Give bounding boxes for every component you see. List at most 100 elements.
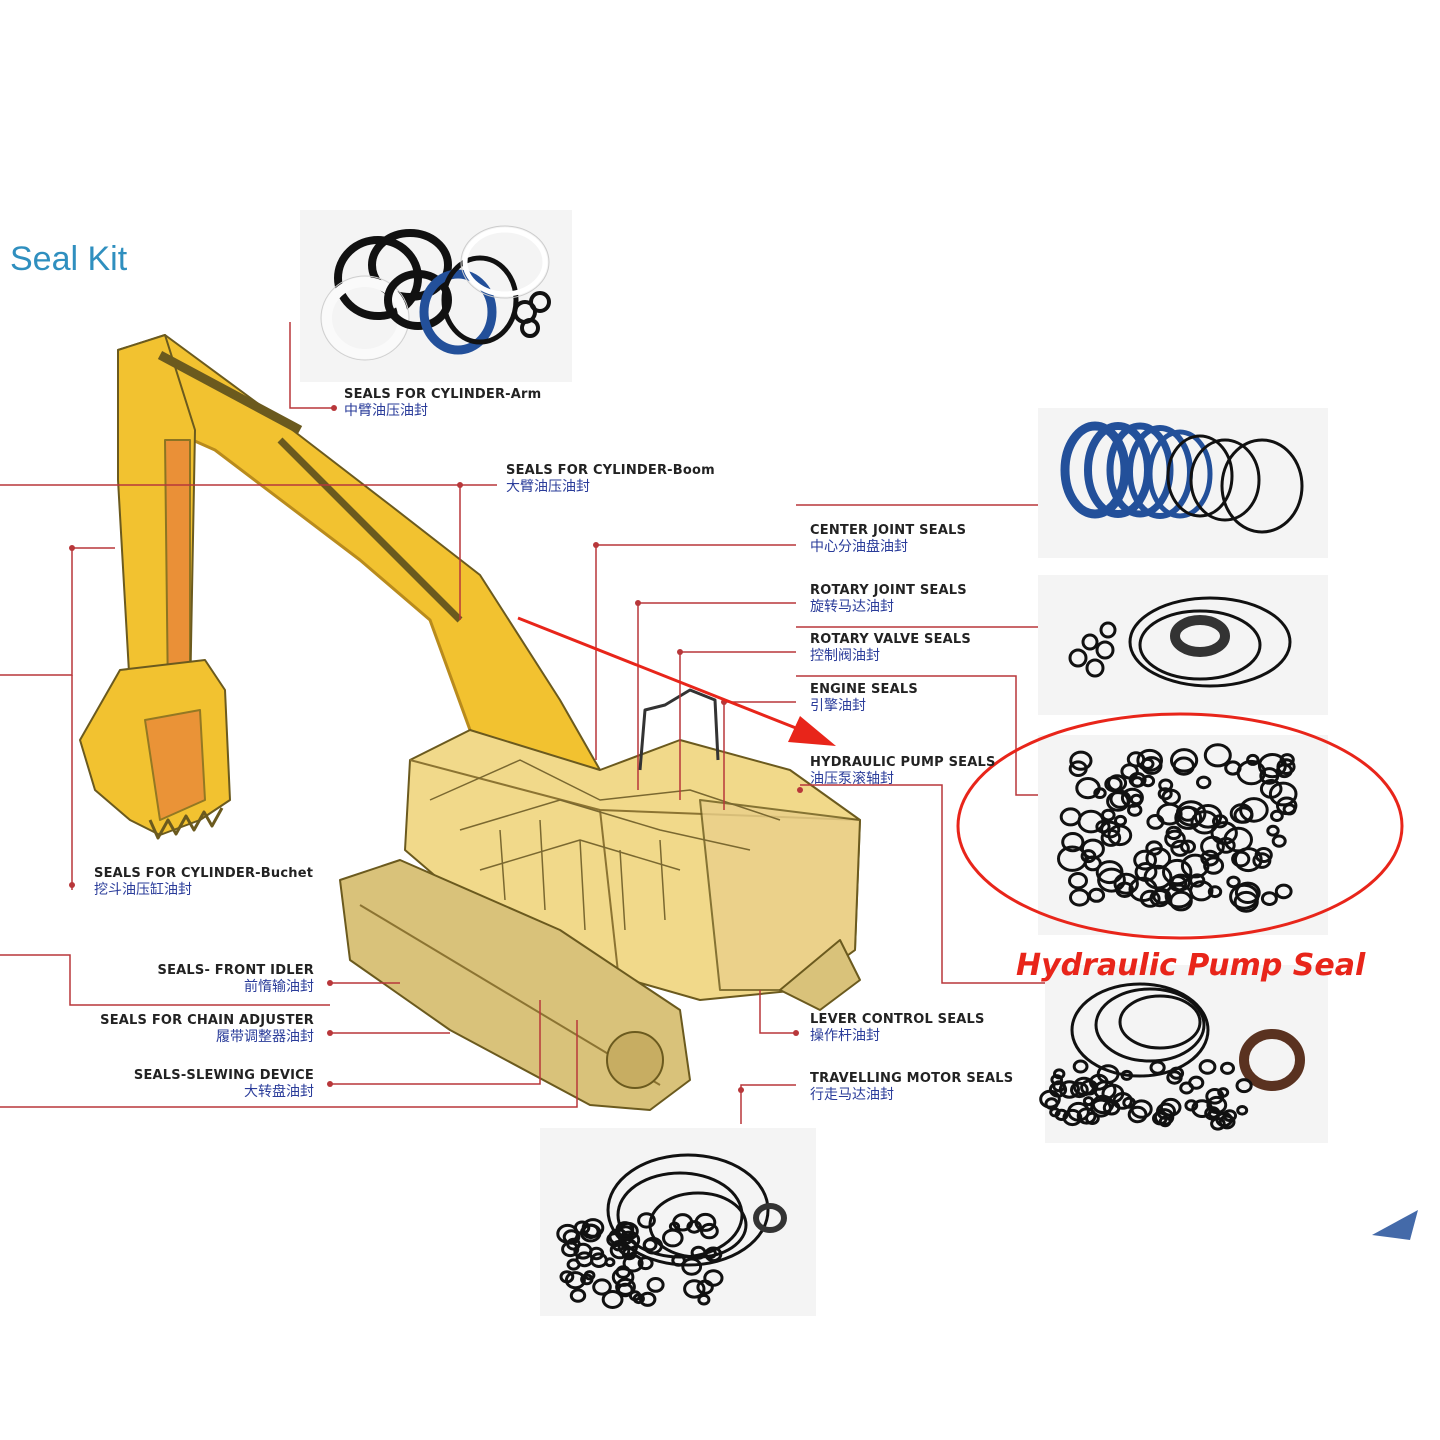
- pump-o-ring: [1276, 758, 1296, 775]
- pump-o-ring: [1145, 840, 1163, 856]
- travel-o-ring: [686, 1220, 703, 1234]
- pump-o-ring: [1226, 875, 1241, 889]
- pump-o-ring: [1059, 807, 1082, 827]
- lever-o-ring: [1198, 1059, 1217, 1075]
- lever-o-ring: [1112, 1092, 1133, 1110]
- hydraulic-pump-seal-callout: Hydraulic Pump Seal: [1016, 948, 1366, 983]
- travel-o-ring: [700, 1222, 719, 1240]
- pump-o-ring: [1259, 767, 1280, 785]
- pump-o-ring: [1068, 872, 1088, 890]
- pump-o-ring: [1145, 847, 1172, 870]
- pump-o-ring: [1207, 885, 1223, 899]
- label-slewing-device-seals: SEALS-SLEWING DEVICE 大转盘油封: [60, 1068, 314, 1100]
- arm-seal-rings: [320, 225, 551, 361]
- travel-o-ring: [615, 1221, 635, 1238]
- pump-o-ring: [1164, 883, 1194, 909]
- travel-o-ring: [683, 1279, 706, 1299]
- label-arm-seals: SEALS FOR CYLINDER-Arm 中臂油压油封: [344, 387, 542, 419]
- pump-o-ring: [1239, 797, 1269, 823]
- pump-o-ring: [1174, 805, 1203, 830]
- label-front-idler-seals: SEALS- FRONT IDLER 前惰输油封: [60, 963, 315, 995]
- pump-o-ring: [1095, 860, 1124, 885]
- travel-o-ring: [580, 1273, 594, 1286]
- pump-o-ring: [1139, 889, 1161, 908]
- travel-motor-seal-rings: [556, 1153, 787, 1309]
- label-chain-adjuster-seals: SEALS FOR CHAIN ADJUSTER 履带调整器油封: [60, 1013, 314, 1045]
- lever-o-ring: [1054, 1108, 1069, 1122]
- label-bucket-seals: SEALS FOR CYLINDER-Buchet 挖斗油压缸油封: [94, 866, 313, 898]
- label-arm-cn: 中臂油压油封: [344, 402, 428, 419]
- pump-o-ring: [1097, 867, 1126, 893]
- label-boom-cn: 大臂油压油封: [506, 478, 590, 495]
- center-joint-seal-rings: [1060, 421, 1304, 534]
- travel-o-ring: [566, 1258, 581, 1271]
- pump-o-ring: [1274, 883, 1293, 900]
- pump-o-ring: [1234, 881, 1261, 904]
- pump-o-ring: [1104, 776, 1123, 793]
- travel-o-ring: [604, 1257, 616, 1268]
- lever-o-ring: [1235, 1078, 1253, 1094]
- pump-o-ring: [1203, 856, 1225, 875]
- pump-o-ring: [1069, 750, 1093, 771]
- pump-o-ring: [1180, 839, 1196, 854]
- lever-o-ring: [1184, 1099, 1199, 1112]
- label-center-cn: 中心分油盘油封: [810, 538, 908, 555]
- label-center-joint-seals: CENTER JOINT SEALS 中心分油盘油封: [810, 523, 966, 555]
- pump-o-ring: [1229, 883, 1260, 910]
- label-pump-en: HYDRAULIC PUMP SEALS: [810, 755, 996, 770]
- travel-o-ring: [601, 1290, 624, 1309]
- label-slewing-en: SEALS-SLEWING DEVICE: [133, 1068, 314, 1083]
- travel-o-ring: [671, 1254, 686, 1267]
- lever-o-ring: [1220, 1061, 1235, 1075]
- lever-o-ring: [1058, 1080, 1081, 1099]
- lever-o-ring: [1149, 1060, 1166, 1075]
- label-idler-cn: 前惰输油封: [244, 978, 314, 995]
- label-travel-cn: 行走马达油封: [810, 1086, 894, 1103]
- label-rotary-valve-en: ROTARY VALVE SEALS: [810, 632, 971, 647]
- pump-o-ring: [1266, 824, 1280, 837]
- page-title: Seal Kit: [10, 240, 128, 278]
- pump-o-ring: [1143, 864, 1173, 890]
- label-chain-en: SEALS FOR CHAIN ADJUSTER: [100, 1013, 314, 1028]
- pump-o-ring: [1203, 743, 1232, 768]
- label-rotary-joint-en: ROTARY JOINT SEALS: [810, 583, 967, 598]
- travel-o-ring: [556, 1223, 579, 1244]
- travel-o-ring: [690, 1245, 707, 1260]
- travel-o-ring: [681, 1257, 703, 1276]
- pump-o-ring: [1120, 763, 1139, 780]
- pump-o-ring: [1129, 793, 1143, 806]
- pump-o-ring: [1133, 849, 1157, 871]
- pump-o-ring: [1260, 891, 1278, 906]
- travel-o-ring: [564, 1271, 586, 1290]
- label-lever-en: LEVER CONTROL SEALS: [810, 1012, 985, 1027]
- lever-o-ring: [1130, 1099, 1153, 1119]
- label-rotary-valve-cn: 控制阀油封: [810, 647, 880, 664]
- pump-o-ring: [1080, 849, 1097, 864]
- pump-o-ring: [1165, 825, 1183, 841]
- pump-o-ring: [1141, 774, 1156, 788]
- pump-o-ring: [1196, 775, 1212, 790]
- lever-o-ring: [1062, 1108, 1083, 1127]
- pump-o-ring: [1236, 759, 1267, 786]
- pump-o-ring: [1252, 852, 1272, 869]
- lever-o-ring: [1179, 1081, 1194, 1095]
- rotary-joint-seal-rings: [1068, 596, 1292, 688]
- label-engine-en: ENGINE SEALS: [810, 682, 918, 697]
- pump-o-ring: [1061, 832, 1085, 853]
- pump-o-ring: [1107, 824, 1133, 847]
- travel-o-ring: [646, 1277, 665, 1293]
- label-lever-cn: 操作杆油封: [810, 1027, 880, 1044]
- lever-o-ring: [1039, 1089, 1061, 1109]
- pump-o-ring: [1180, 853, 1210, 879]
- label-arm-en: SEALS FOR CYLINDER-Arm: [344, 387, 542, 402]
- lever-o-ring: [1067, 1101, 1090, 1122]
- pump-o-ring: [1109, 789, 1132, 809]
- hydraulic-pump-seal-rings: [1057, 743, 1298, 913]
- label-bucket-cn: 挖斗油压缸油封: [94, 881, 192, 898]
- travel-o-ring: [569, 1288, 587, 1303]
- lever-o-ring: [1120, 1069, 1134, 1081]
- label-engine-seals: ENGINE SEALS 引擎油封: [810, 682, 918, 714]
- pump-o-ring: [1113, 872, 1139, 895]
- pump-o-ring: [1095, 820, 1111, 834]
